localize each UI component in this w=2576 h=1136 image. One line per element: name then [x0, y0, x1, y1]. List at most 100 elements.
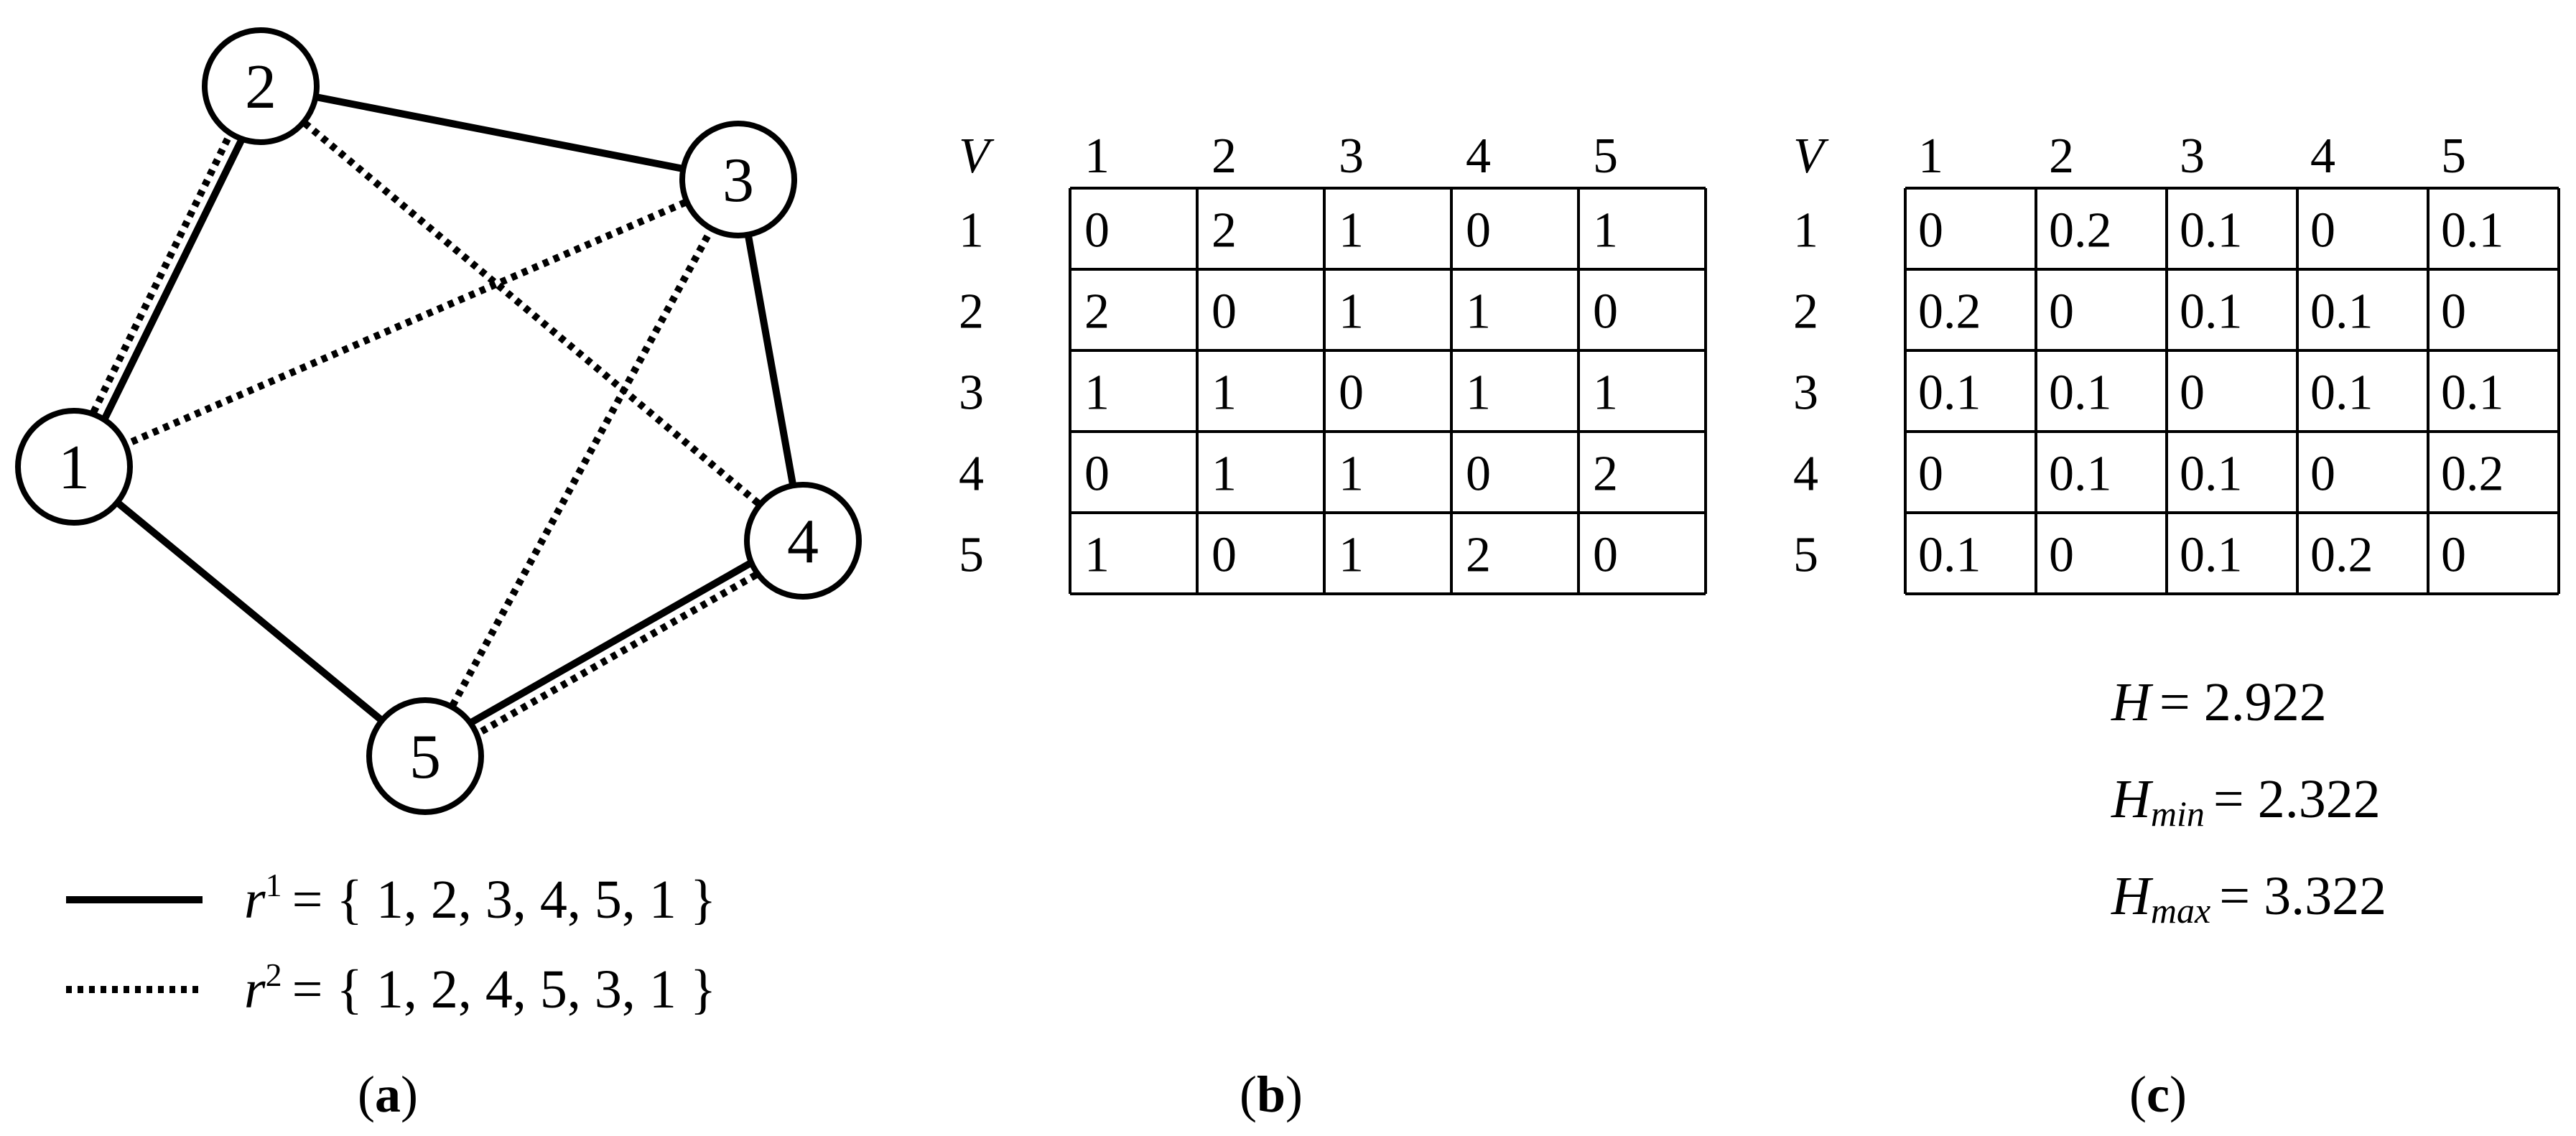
legend-r1-symbol: r: [244, 870, 266, 930]
edge-route2-1-2: [65, 81, 259, 466]
node-2-circle: [202, 27, 320, 145]
matrix_c-cell: 0.2: [2049, 202, 2112, 258]
edge-route1-3-4: [735, 179, 806, 541]
matrix_b-cell: 2: [1212, 202, 1237, 258]
matrix_c-row-header: 4: [1793, 446, 1818, 501]
node-1-label: 1: [58, 433, 90, 503]
matrix_b-row-header: 5: [959, 527, 984, 582]
matrix_b-cell: 1: [1593, 365, 1618, 420]
matrix_b-col-header: 5: [1593, 129, 1618, 184]
legend-r2-symbol: r: [244, 959, 266, 1020]
matrix_b-cell: 2: [1466, 527, 1491, 582]
matrix_b-cell: 1: [1339, 446, 1364, 501]
graph-edges: [65, 81, 808, 765]
panel-label-c-open: (: [2129, 1066, 2147, 1123]
panel-label-a-open: (: [358, 1066, 375, 1123]
edge-route1-1-2: [76, 87, 270, 472]
matrix_c-cell: 0.1: [2180, 527, 2243, 582]
matrix_b-cell: 1: [1466, 365, 1491, 420]
panel-label-a: (a): [358, 1066, 418, 1123]
matrix_c-cell: 0.1: [1918, 365, 1981, 420]
node-3-circle: [679, 121, 797, 238]
matrix_c-cell: 0: [2441, 284, 2466, 339]
matrix_b-cell: 0: [1466, 446, 1491, 501]
matrix_c-col-header: 5: [2441, 129, 2466, 184]
matrix_b-cell: 2: [1593, 446, 1618, 501]
entropy-values: H= 2.922 Hmin= 2.322 Hmax= 3.322: [2111, 672, 2386, 931]
matrix_c-cell: 0.1: [2441, 202, 2504, 258]
panel-label-b-letter: b: [1257, 1066, 1285, 1123]
matrix_c-cell: 0: [2049, 284, 2074, 339]
matrix_c-col-header: 4: [2310, 129, 2335, 184]
legend-r1-label: r1= { 1, 2, 3, 4, 5, 1 }: [244, 867, 716, 930]
matrix_c-cell: 0.1: [2180, 446, 2243, 501]
matrix_c-cell: 0: [2441, 527, 2466, 582]
matrix_b-cell: 0: [1212, 527, 1237, 582]
matrix_c-cell: 0: [1918, 202, 1943, 258]
matrix_c-cell: 0.2: [2441, 446, 2504, 501]
matrix_c-cell: 0.1: [2310, 284, 2373, 339]
edge-route2-4-5: [426, 543, 808, 765]
panel-label-b-close: ): [1285, 1066, 1303, 1123]
matrix_b-cell: 0: [1339, 365, 1364, 420]
matrix_c-cell: 0.1: [2310, 365, 2373, 420]
edge-route1-4-5: [420, 531, 802, 754]
matrix_b-cell: 0: [1593, 284, 1618, 339]
edge-route1-5-1: [71, 464, 428, 759]
matrix_b-cell: 1: [1212, 365, 1237, 420]
panel-label-c-close: ): [2170, 1066, 2187, 1123]
matrix_b-row-header: 4: [959, 446, 984, 501]
matrix_b-corner-label: V: [959, 129, 995, 184]
matrix_c-col-header: 3: [2180, 129, 2205, 184]
matrix_b-cell: 0: [1212, 284, 1237, 339]
entropy-h-value: = 2.922: [2159, 672, 2327, 732]
panel-label-a-letter: a: [375, 1066, 401, 1123]
matrix_b-cell: 1: [1084, 365, 1110, 420]
edge-route2-2-4: [258, 83, 806, 544]
matrix_c-row-header: 3: [1793, 365, 1818, 420]
matrix_c-row-header: 2: [1793, 284, 1818, 339]
legend: r1= { 1, 2, 3, 4, 5, 1 } r2= { 1, 2, 4, …: [66, 867, 716, 1020]
panel-labels: (a) (b) (c): [358, 1066, 2187, 1123]
matrix_c-cell: 0: [2310, 446, 2335, 501]
entropy-hmax: Hmax= 3.322: [2111, 866, 2386, 931]
matrix_c-col-header: 2: [2049, 129, 2074, 184]
matrix_c-cell: 0: [2310, 202, 2335, 258]
matrix_b-cell: 1: [1084, 527, 1110, 582]
matrix_c-cell: 0.1: [2180, 202, 2243, 258]
matrix_b-row-header: 2: [959, 284, 984, 339]
matrix_c-cell: 0: [1918, 446, 1943, 501]
panel-label-b-open: (: [1240, 1066, 1257, 1123]
panel-label-c: (c): [2129, 1066, 2187, 1123]
matrix_b-col-header: 4: [1466, 129, 1491, 184]
matrix_c-cell: 0.2: [2310, 527, 2373, 582]
matrix_c-cell: 0: [2180, 365, 2205, 420]
matrix_b-cell: 1: [1593, 202, 1618, 258]
matrix_c-cell: 0.1: [2441, 365, 2504, 420]
matrix_c-cell: 0.1: [2049, 446, 2112, 501]
entropy-h-symbol: H: [2111, 672, 2154, 732]
matrix_b-cell: 1: [1339, 202, 1364, 258]
matrix_b-cell: 0: [1466, 202, 1491, 258]
node-1-circle: [15, 408, 133, 526]
matrix_b-col-header: 3: [1339, 129, 1364, 184]
entropy-hmin: Hmin= 2.322: [2111, 769, 2381, 834]
matrix_b-cell: 2: [1084, 284, 1110, 339]
matrix_c-row-header: 1: [1793, 202, 1818, 258]
matrix_c-corner-label: V: [1793, 129, 1829, 184]
matrix_b-cell: 1: [1466, 284, 1491, 339]
node-5-label: 5: [409, 722, 441, 792]
matrix_c-col-header: 1: [1918, 129, 1943, 184]
entropy-hmin-value: = 2.322: [2213, 769, 2381, 829]
matrix_b-row-header: 1: [959, 202, 984, 258]
matrix_c-cell: 0.1: [2180, 284, 2243, 339]
panel-label-b: (b): [1240, 1066, 1303, 1123]
legend-r1-set: = { 1, 2, 3, 4, 5, 1 }: [292, 870, 717, 930]
panel-label-c-letter: c: [2147, 1066, 2170, 1123]
edge-route1-2-3: [260, 83, 739, 183]
edge-route2-3-1: [73, 176, 740, 470]
legend-r2-superscript: 2: [266, 956, 282, 993]
matrix_b-cell: 1: [1339, 527, 1364, 582]
entropy-hmax-value: = 3.322: [2219, 866, 2386, 926]
